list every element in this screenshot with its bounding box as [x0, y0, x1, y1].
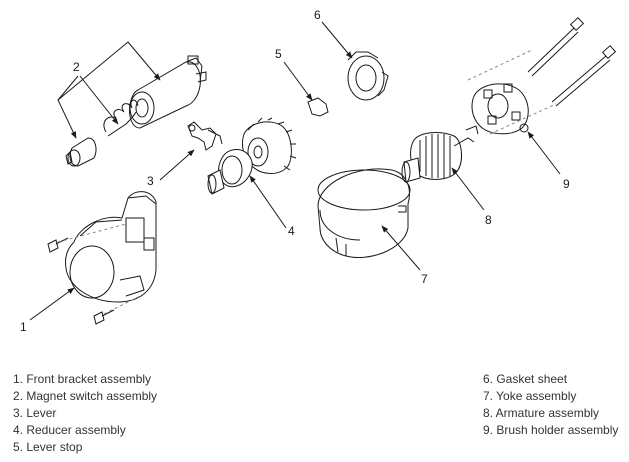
callout-7: 7: [421, 272, 428, 286]
callout-2: 2: [73, 60, 80, 74]
leader-lines: [29, 21, 561, 321]
plunger: [65, 137, 97, 167]
magnet-switch-body: [129, 55, 207, 129]
reducer-assembly: [207, 117, 297, 195]
callout-3: 3: [147, 174, 154, 188]
callout-9: 9: [563, 177, 570, 191]
callout-6: 6: [314, 8, 321, 22]
legend-item: 7. Yoke assembly: [483, 389, 577, 403]
armature-assembly: [401, 125, 479, 183]
legend-item: 4. Reducer assembly: [13, 423, 126, 437]
legend-right: 6. Gasket sheet 7. Yoke assembly 8. Arma…: [483, 371, 618, 439]
legend-item: 6. Gasket sheet: [483, 372, 568, 386]
bracket-bolts: [47, 237, 115, 325]
lever-stop: [307, 97, 329, 117]
exploded-view-diagram: [29, 16, 617, 325]
callout-4: 4: [288, 224, 295, 238]
legend-item: 1. Front bracket assembly: [13, 372, 152, 386]
legend-item: 8. Armature assembly: [483, 406, 600, 420]
legend-item: 9. Brush holder assembly: [483, 423, 619, 437]
brush-holder-assembly: [471, 83, 529, 135]
alignment-lines: [57, 49, 557, 315]
gasket-sheet: [347, 51, 389, 101]
callout-5: 5: [275, 47, 282, 61]
spring: [103, 99, 139, 137]
callout-1: 1: [20, 320, 27, 334]
yoke-assembly: [317, 168, 411, 259]
front-bracket-assembly: [65, 191, 157, 303]
through-bolts: [527, 16, 617, 107]
callout-8: 8: [485, 213, 492, 227]
legend-item: 2. Magnet switch assembly: [13, 389, 158, 403]
legend-item: 5. Lever stop: [13, 440, 83, 454]
legend-left: 1. Front bracket assembly 2. Magnet swit…: [13, 371, 157, 456]
legend-item: 3. Lever: [13, 406, 57, 420]
lever: [187, 121, 223, 151]
